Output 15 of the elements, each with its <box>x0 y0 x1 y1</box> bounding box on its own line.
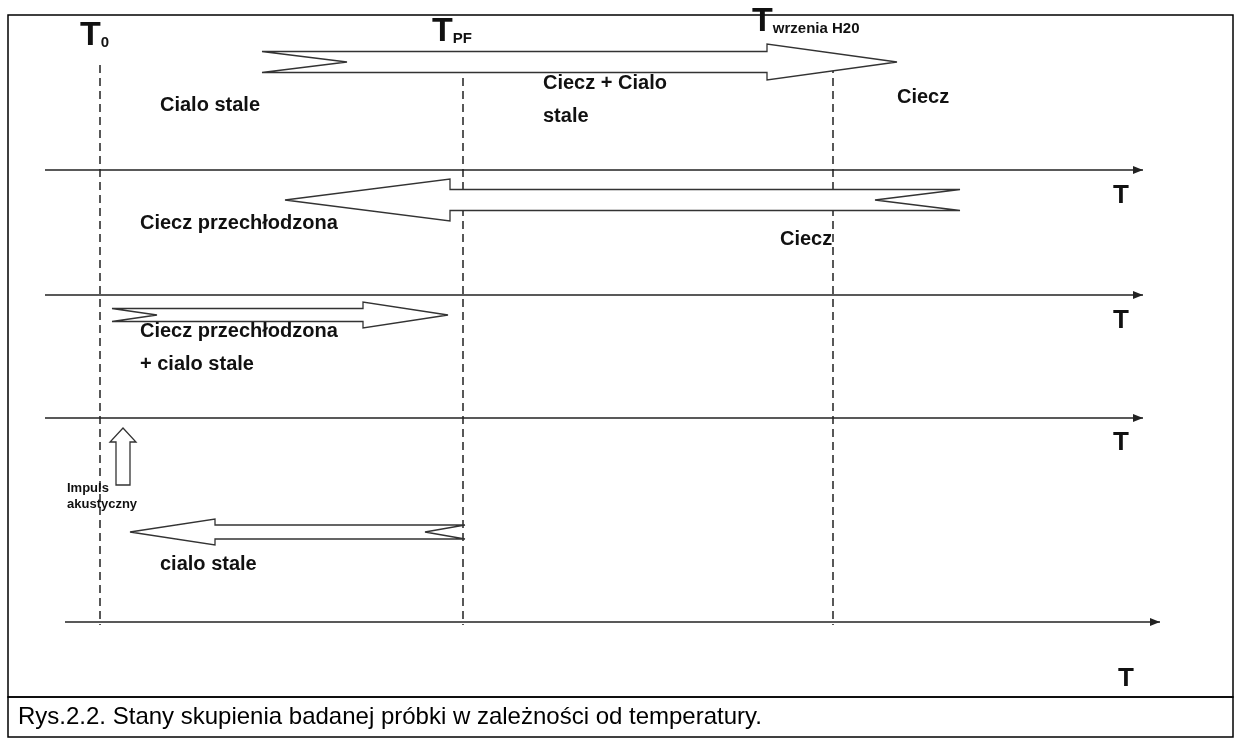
axis-label: T <box>1113 178 1129 211</box>
state-label: Ciecz przechłodzona + cialo stale <box>140 318 339 376</box>
state-label: Ciecz + Cialo stale <box>543 70 668 128</box>
temperature-label: T$_{PF}$ <box>432 10 472 50</box>
axis-label: T <box>1113 303 1129 336</box>
annotation-text: Impuls akustyczny <box>67 480 139 512</box>
figure-caption: Rys.2.2. Stany skupienia badanej próbki w zależności od temperatury. <box>18 702 762 730</box>
axis-label: T <box>1118 661 1134 694</box>
state-label: Cialo stale <box>160 92 261 117</box>
state-label: Ciecz <box>897 84 950 109</box>
axis-label: T <box>1113 425 1129 458</box>
temperature-label: T$_{0}$ <box>80 14 110 54</box>
state-label: cialo stale <box>160 551 257 576</box>
state-label: Ciecz przechłodzona <box>140 210 339 235</box>
state-label: Ciecz <box>780 226 833 251</box>
